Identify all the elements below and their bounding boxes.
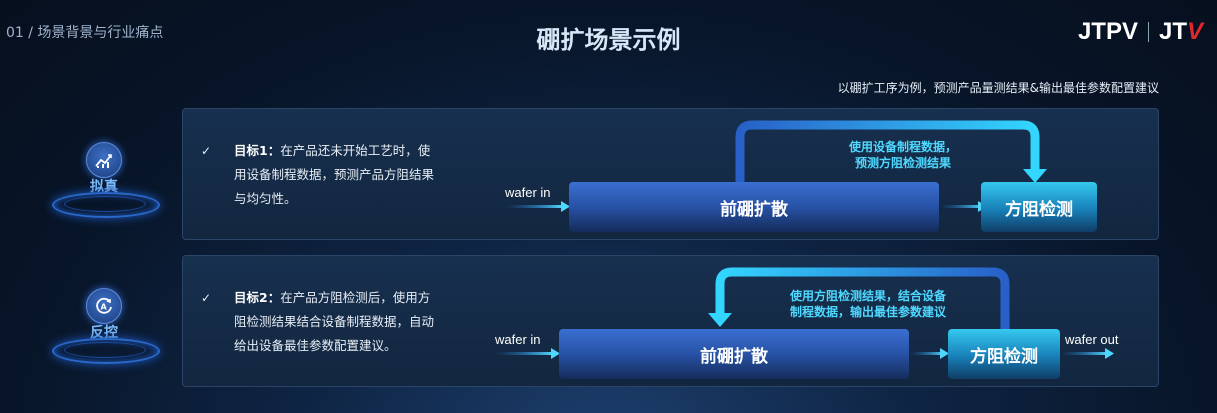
loop-arrowhead	[708, 313, 732, 327]
wafer-in-label: wafer in	[505, 185, 551, 200]
arrowhead	[1105, 348, 1114, 359]
detect-box-sheet-resistance: 方阻检测	[948, 329, 1060, 379]
loop-arrowhead	[1023, 169, 1047, 183]
arrowhead	[561, 201, 570, 212]
check-icon: ✓	[201, 144, 212, 158]
inner-ring	[64, 196, 146, 212]
goal-label: 目标2：	[234, 290, 281, 305]
arrowhead	[940, 348, 949, 359]
process-box-boron-diffusion: 前硼扩散	[559, 329, 909, 379]
goal-label: 目标1：	[234, 143, 281, 158]
glow-ring	[52, 338, 160, 364]
logo-jtpv: JTPV	[1077, 18, 1138, 45]
goal-description: ✓ 目标2：在产品方阻检测后，使用方阻检测结果结合设备制程数据，自动给出设备最佳…	[201, 286, 441, 358]
company-logo: JTPV JTV	[1078, 18, 1203, 46]
wafer-in-arrow	[495, 352, 553, 355]
arrowhead	[551, 348, 560, 359]
auto-control-icon: A	[86, 288, 122, 324]
page-subtitle: 以硼扩工序为例，预测产品量测结果&输出最佳参数配置建议	[837, 81, 1159, 95]
flow-diagram-1	[505, 120, 1047, 212]
check-icon: ✓	[201, 291, 212, 305]
side-label: 拟真	[90, 179, 118, 195]
feedback-loop-arrow	[735, 120, 1040, 183]
goal-panel-1: ✓ 目标1：在产品还未开始工艺时，使用设备制程数据，预测产品方阻结果与均匀性。 …	[182, 108, 1159, 240]
goal-panel-2: ✓ 目标2：在产品方阻检测后，使用方阻检测结果结合设备制程数据，自动给出设备最佳…	[182, 255, 1159, 387]
loop-caption: 使用设备制程数据， 预测方阻检测结果	[848, 140, 957, 170]
side-badge-control: A 反控	[48, 264, 160, 374]
wafer-in-arrow	[505, 205, 563, 208]
wafer-in-label: wafer in	[495, 332, 541, 347]
wafer-out-arrow	[1061, 352, 1107, 355]
process-box-boron-diffusion: 前硼扩散	[569, 182, 939, 232]
page-title: 硼扩场景示例	[536, 26, 681, 54]
breadcrumb: 01 / 场景背景与行业痛点	[6, 25, 164, 41]
side-label: 反控	[90, 325, 118, 341]
goal-text: 在产品方阻检测后，使用方阻检测结果结合设备制程数据，自动给出设备最佳参数配置建议…	[234, 290, 435, 353]
feedback-loop-arrow	[715, 267, 1010, 330]
goal-text: 在产品还未开始工艺时，使用设备制程数据，预测产品方阻结果与均匀性。	[234, 143, 435, 206]
trend-chart-icon	[86, 142, 122, 178]
loop-caption: 使用方阻检测结果，结合设备 制程数据，输出最佳参数建议	[789, 289, 946, 319]
detect-box-sheet-resistance: 方阻检测	[981, 182, 1097, 232]
glow-ring	[52, 192, 160, 218]
logo-divider	[1147, 22, 1149, 42]
goal-description: ✓ 目标1：在产品还未开始工艺时，使用设备制程数据，预测产品方阻结果与均匀性。	[201, 139, 441, 211]
svg-text:A: A	[101, 303, 108, 312]
wafer-out-label: wafer out	[1065, 332, 1119, 347]
inner-ring	[64, 342, 146, 358]
process-arrow	[910, 352, 944, 355]
logo-jtv: JTV	[1158, 18, 1203, 45]
process-arrow	[940, 205, 982, 208]
flow-diagram-2	[495, 267, 1114, 359]
side-badge-simulate: 拟真	[48, 118, 160, 228]
